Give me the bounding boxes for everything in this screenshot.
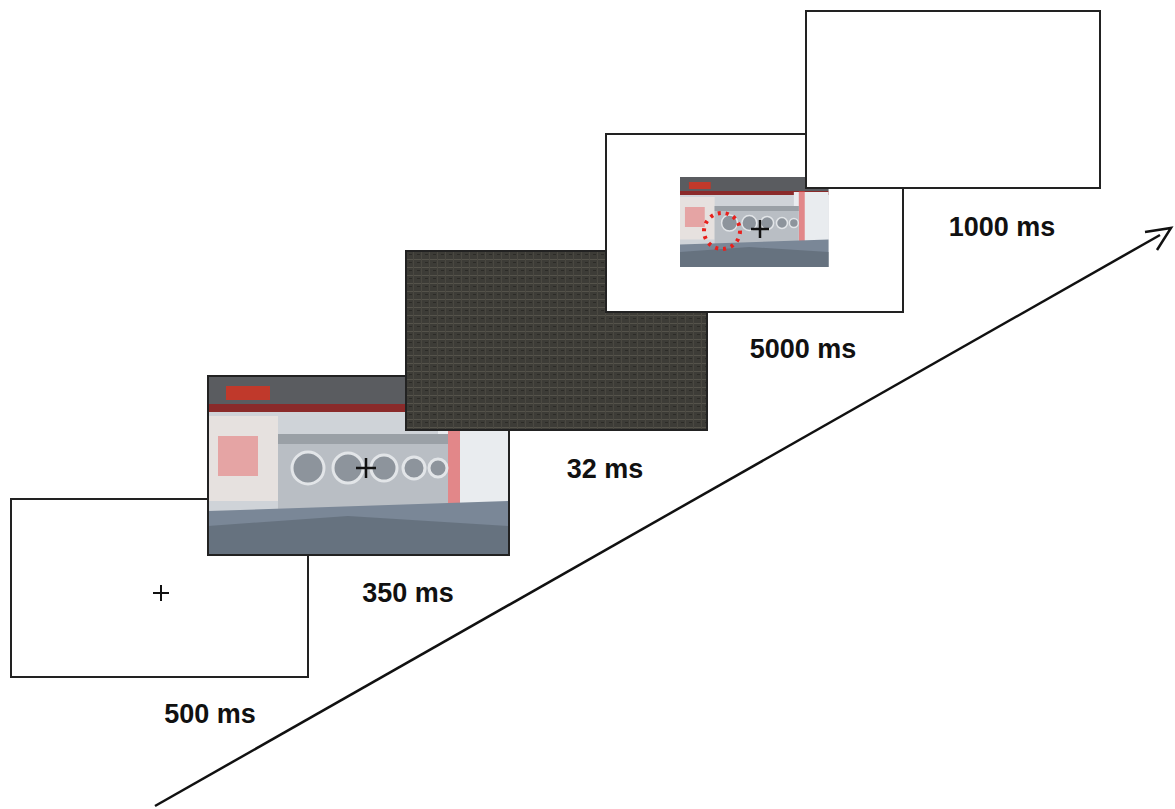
duration-label: 500 ms (161, 700, 259, 730)
trial-screen: 5000 ms (605, 133, 903, 312)
trial-screen: 350 ms (207, 375, 510, 555)
duration-label: 1000 ms (946, 213, 1059, 243)
trial-screen: 1000 ms (805, 10, 1100, 188)
trial-screen: 32 ms (405, 250, 708, 430)
trial-screen: 500 ms (10, 498, 308, 677)
duration-label: 32 ms (564, 455, 647, 485)
duration-label: 5000 ms (747, 335, 860, 365)
duration-label: 350 ms (359, 579, 457, 609)
